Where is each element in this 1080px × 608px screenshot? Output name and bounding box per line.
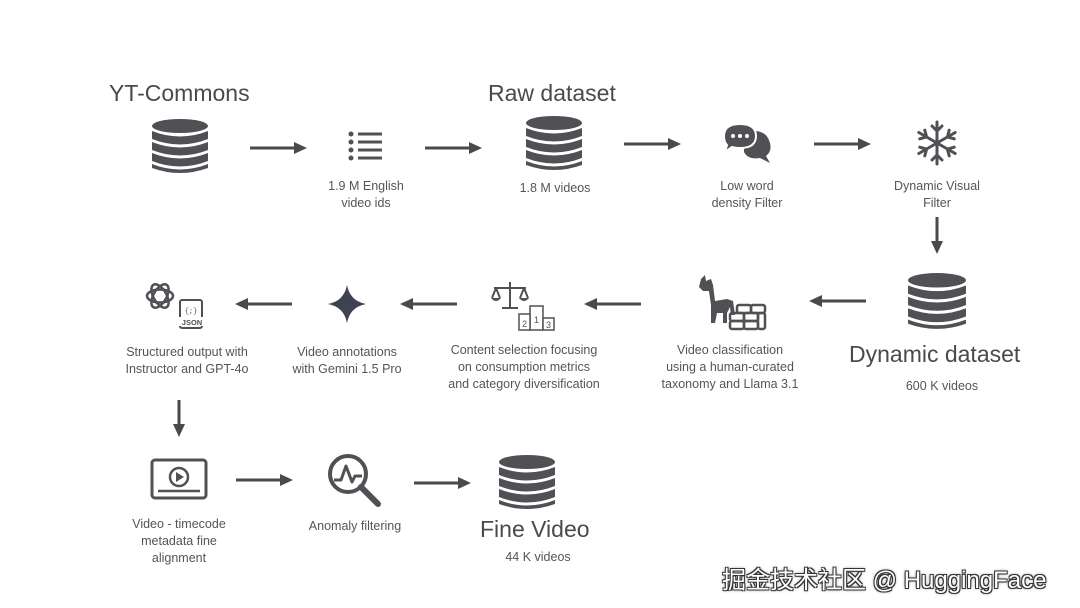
database-icon	[526, 116, 582, 170]
arrow-right-icon	[425, 142, 482, 154]
dynamic-dataset-title: Dynamic dataset	[849, 341, 1021, 367]
anomaly-caption: Anomaly filtering	[308, 519, 402, 533]
fine-video-title: Fine Video	[480, 516, 590, 542]
arrow-right-icon	[250, 142, 307, 154]
raw-dataset-caption: 1.8 M videos	[519, 181, 591, 195]
podium-second: 2	[522, 319, 527, 329]
arrow-down-icon	[931, 217, 943, 254]
watermark: 掘金技术社区 @ HuggingFace	[722, 567, 1047, 594]
database-icon	[152, 119, 208, 173]
arrow-down-icon	[173, 400, 185, 437]
anomaly-search-icon	[328, 454, 381, 507]
scale-podium-icon: 1 2 3	[491, 282, 555, 331]
database-icon	[499, 455, 555, 509]
fine-video-caption: 44 K videos	[505, 550, 571, 564]
yt-commons-title: YT-Commons	[109, 80, 250, 106]
snowflake-icon	[917, 120, 957, 166]
arrow-right-icon	[236, 474, 293, 486]
arrow-left-icon	[584, 298, 641, 310]
arrow-left-icon	[400, 298, 457, 310]
database-icon	[908, 273, 966, 329]
podium-first: 1	[534, 315, 539, 325]
arrow-left-icon	[809, 295, 866, 307]
arrow-left-icon	[235, 298, 292, 310]
dynamic-dataset-caption: 600 K videos	[905, 379, 979, 393]
openai-json-icon: {;} JSON	[145, 283, 206, 329]
llama-bricks-icon	[699, 275, 767, 331]
arrow-right-icon	[624, 138, 681, 150]
json-badge: JSON	[182, 318, 202, 327]
chat-bubbles-icon	[722, 122, 771, 163]
arrow-right-icon	[414, 477, 471, 489]
arrow-right-icon	[814, 138, 871, 150]
video-player-icon	[150, 458, 208, 500]
podium-third: 3	[546, 320, 551, 330]
sparkle-icon	[328, 285, 366, 323]
code-braces: {;}	[185, 308, 198, 316]
list-icon	[348, 131, 382, 161]
raw-dataset-title: Raw dataset	[488, 80, 616, 106]
